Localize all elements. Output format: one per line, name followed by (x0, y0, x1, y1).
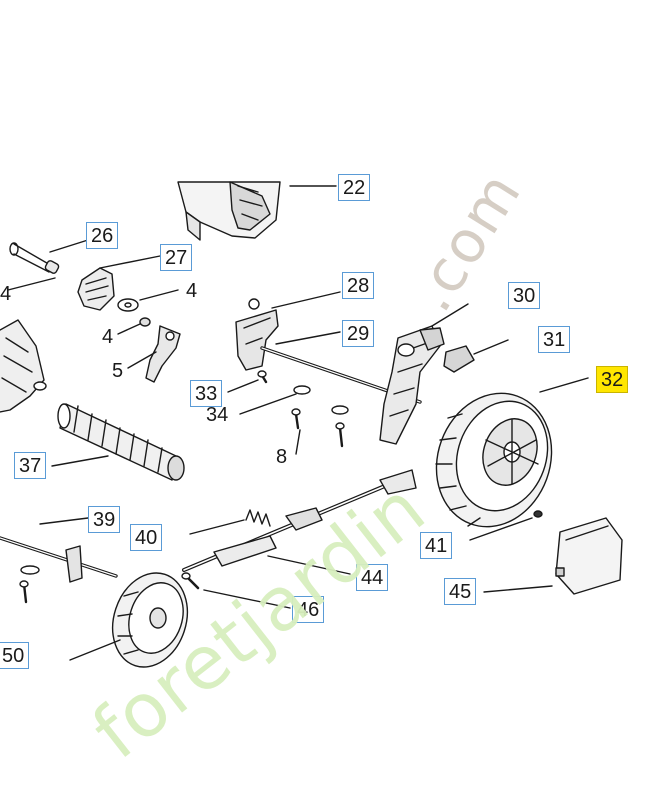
leader-8 (295, 429, 301, 455)
label-5: 5 (112, 360, 124, 382)
label-22: 22 (338, 174, 371, 201)
label-46: 46 (292, 596, 325, 623)
label-32: 32 (596, 366, 629, 393)
part-30-height-adjuster (379, 325, 445, 445)
label-30: 30 (508, 282, 541, 309)
label-27: 27 (160, 244, 193, 271)
leader-33 (227, 379, 259, 393)
part-28-bracket (235, 298, 279, 371)
part-39-pivot-axle (0, 536, 118, 604)
part-37-roller (57, 403, 185, 481)
leader-31 (473, 339, 509, 355)
leader-46 (203, 589, 291, 609)
label-29: 29 (342, 320, 375, 347)
part-26-bolt (9, 242, 60, 274)
part-31-clip (443, 345, 475, 373)
leader-34 (239, 393, 297, 415)
leader-41 (469, 517, 533, 541)
part-4-washer-top (117, 298, 139, 312)
label-4-mid: 4 (102, 326, 114, 348)
leader-4-top (139, 289, 179, 301)
leader-44 (267, 555, 351, 575)
leader-30 (431, 303, 469, 327)
part-front-wheel (111, 572, 189, 668)
label-28: 28 (342, 272, 375, 299)
part-22-housing (177, 181, 281, 241)
label-39: 39 (88, 506, 121, 533)
leader-4-mid (117, 323, 141, 335)
part-8-bolts (291, 408, 345, 448)
leader-40 (189, 519, 245, 535)
leader-5 (127, 351, 157, 369)
label-31: 31 (538, 326, 571, 353)
part-40-spring (245, 509, 271, 527)
leader-39 (39, 517, 89, 525)
part-45-hubcap (555, 517, 623, 595)
part-34-washer (293, 385, 349, 415)
leader-26 (49, 239, 89, 253)
label-45: 45 (444, 578, 477, 605)
label-44: 44 (356, 564, 389, 591)
leader-50 (69, 639, 121, 661)
leader-32 (539, 377, 589, 393)
leader-28 (271, 291, 341, 309)
label-4-top: 4 (186, 280, 198, 302)
label-40: 40 (130, 524, 163, 551)
leader-45 (483, 585, 553, 593)
part-46-screw (181, 572, 200, 590)
leader-27 (99, 255, 161, 269)
part-32-rear-wheel (435, 392, 553, 528)
label-37: 37 (14, 452, 47, 479)
leader-4-left (7, 277, 56, 291)
label-41: 41 (420, 532, 453, 559)
part-44-front-axle (182, 469, 417, 572)
leader-29 (275, 331, 341, 345)
part-deck-left-edge (0, 319, 47, 413)
label-34: 34 (206, 404, 229, 426)
label-26: 26 (86, 222, 119, 249)
label-8: 8 (276, 446, 288, 468)
leader-37 (51, 455, 109, 467)
part-41-nut (533, 510, 543, 518)
label-4-left: 4 (0, 283, 12, 305)
label-33: 33 (190, 380, 223, 407)
part-4-screw-mid (139, 317, 151, 327)
part-27-knob (77, 267, 115, 311)
part-33-screw (257, 370, 268, 384)
part-5-lever (145, 325, 181, 383)
label-50: 50 (0, 642, 30, 669)
